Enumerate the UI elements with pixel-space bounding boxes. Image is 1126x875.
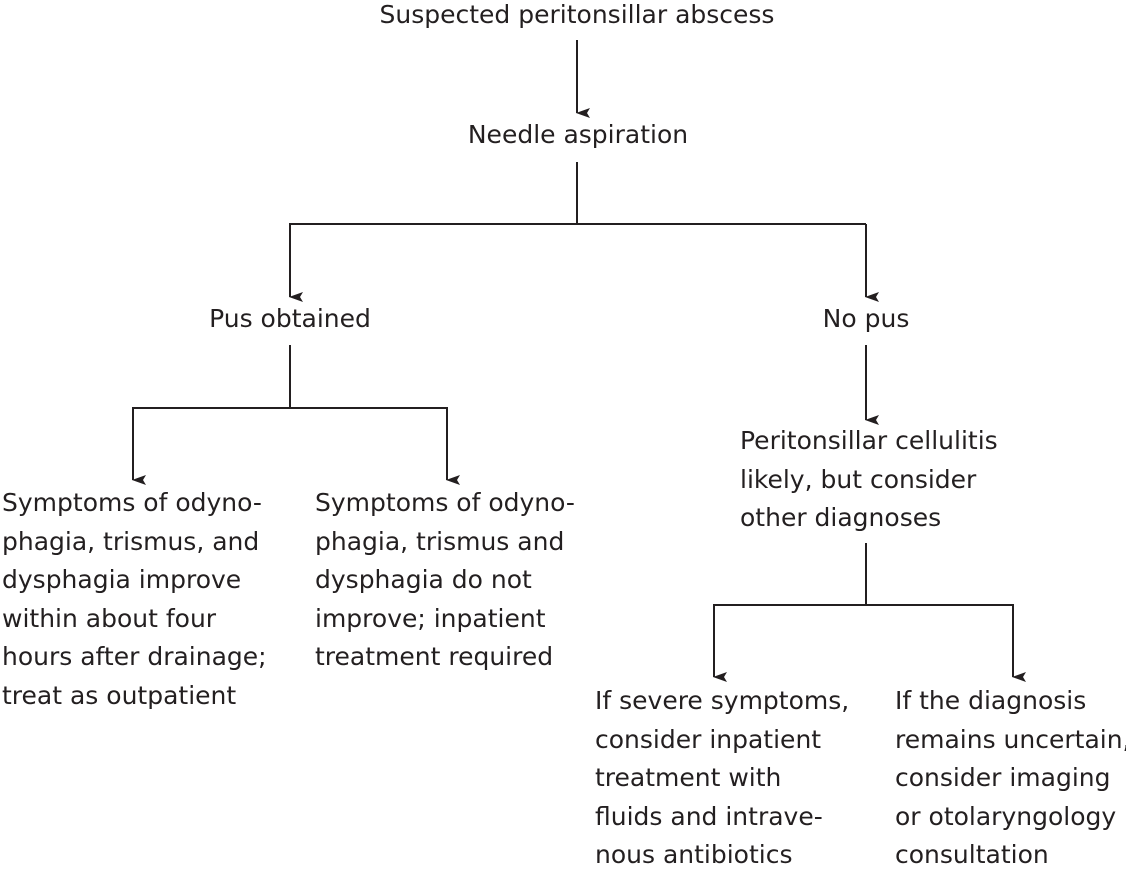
node-pus-obtained: Pus obtained [209, 304, 371, 333]
node-symptoms-not-improve: Symptoms of odyno- phagia, trismus and d… [315, 488, 575, 671]
node-symptoms-improve: Symptoms of odyno- phagia, trismus, and … [2, 488, 267, 710]
node-no-pus: No pus [822, 304, 910, 333]
node-diagnosis-uncertain: If the diagnosis remains uncertain, cons… [895, 686, 1126, 869]
node-needle-aspiration: Needle aspiration [467, 120, 689, 149]
node-peritonsillar-cellulitis: Peritonsillar cellulitis likely, but con… [740, 426, 998, 532]
node-root: Suspected peritonsillar abscess [379, 0, 775, 29]
node-severe-symptoms: If severe symptoms, consider inpatient t… [595, 686, 850, 869]
